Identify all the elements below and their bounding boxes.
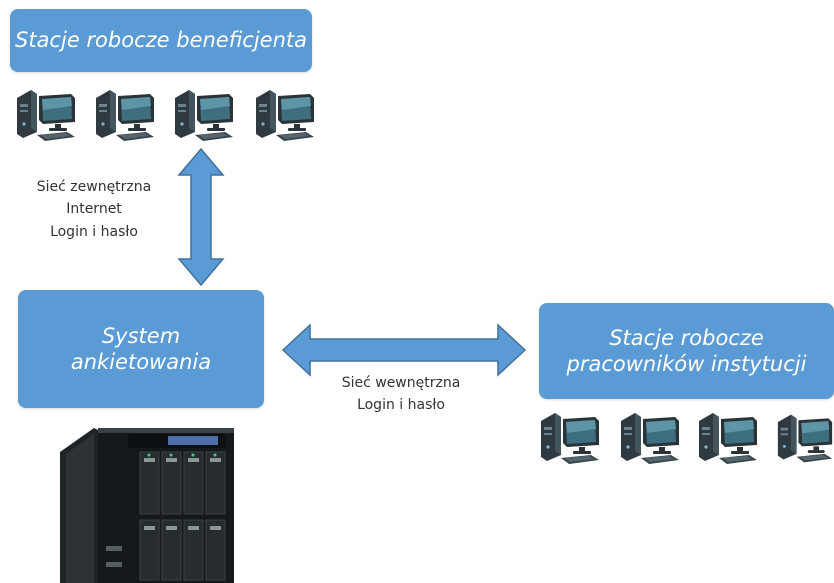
staff-box-label-line-1: Stacje robocze (609, 325, 764, 350)
desktop-computer-icon (777, 414, 833, 463)
external-label-line-3: Login i hasło (50, 223, 138, 240)
nas-server-icon (60, 428, 234, 583)
internal-network-label: Sieć wewnętrzna Login i hasło (334, 372, 468, 417)
desktop-computer-icon (256, 90, 314, 141)
external-label-line-1: Sieć zewnętrzna (36, 179, 152, 195)
beneficiary-workstations-box: Stacje robocze beneficjenta (10, 9, 312, 72)
desktop-computer-icon (17, 90, 75, 141)
desktop-computer-icon (621, 413, 679, 464)
external-label-line-2: Internet (66, 201, 122, 218)
horizontal-double-arrow (281, 323, 527, 377)
desktop-computer-icon (175, 90, 233, 141)
external-network-label: Sieć zewnętrzna Internet Login i hasło (26, 176, 162, 243)
system-box-label-line-1: System (101, 323, 181, 348)
vertical-double-arrow (177, 147, 225, 287)
desktop-computer-icon (699, 413, 757, 464)
system-box-label-line-2: ankietowania (70, 350, 212, 374)
desktop-computer-icon (96, 90, 154, 141)
desktop-computer-icon (541, 413, 599, 464)
staff-workstations-box: Stacje robocze pracowników instytucji (539, 303, 834, 399)
internal-label-line-1: Sieć wewnętrzna (341, 375, 461, 391)
staff-box-label-line-2: pracowników instytucji (566, 352, 807, 376)
survey-system-box: System ankietowania (18, 290, 264, 408)
internal-label-line-2: Login i hasło (357, 397, 445, 414)
beneficiary-box-label: Stacje robocze beneficjenta (15, 28, 307, 53)
